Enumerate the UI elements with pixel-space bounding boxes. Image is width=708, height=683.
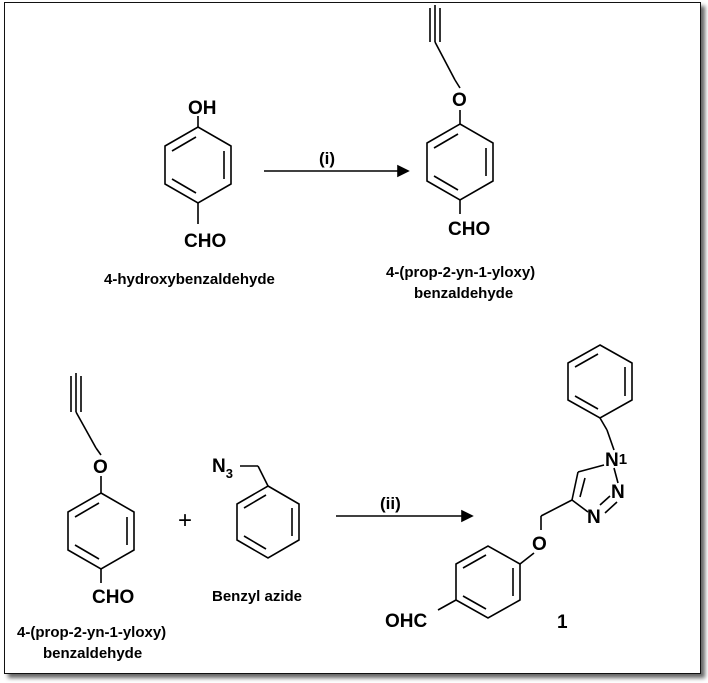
propargyloxy-benzaldehyde-structure-2: O CHO bbox=[67, 373, 135, 608]
aldehyde-label: CHO bbox=[184, 231, 226, 252]
triazole-n1: N bbox=[605, 450, 619, 471]
ether-oxygen-label: O bbox=[532, 534, 547, 555]
plus-sign: + bbox=[178, 507, 192, 534]
reactant1-name-line1: 4-(prop-2-yn-1-yloxy) bbox=[17, 624, 166, 641]
aldehyde-label: OHC bbox=[385, 611, 428, 632]
benzyl-azide-structure: N3 bbox=[212, 456, 300, 559]
ether-oxygen-label: O bbox=[452, 90, 467, 111]
aldehyde-label: CHO bbox=[92, 587, 134, 608]
reaction-arrow-ii bbox=[336, 509, 474, 523]
propargyloxy-benzaldehyde-structure: O CHO bbox=[426, 5, 494, 240]
triazole-n2-label: N bbox=[611, 482, 625, 503]
hydroxybenzaldehyde-structure: OH CHO bbox=[164, 98, 232, 252]
azide-nitrogen: N bbox=[212, 456, 226, 477]
condition-i-label: (i) bbox=[319, 149, 335, 168]
ether-oxygen-label: O bbox=[93, 457, 108, 478]
reactant1-name-line2: benzaldehyde bbox=[43, 645, 142, 662]
product-name-line1: 4-(prop-2-yn-1-yloxy) bbox=[386, 264, 535, 281]
azide-subscript: 3 bbox=[226, 466, 233, 481]
triazole-n3-label: N bbox=[587, 507, 601, 528]
n1-locant: 1 bbox=[619, 451, 627, 468]
condition-ii-label: (ii) bbox=[380, 494, 401, 513]
triazole-n1-label: N1 bbox=[605, 450, 627, 471]
benzyl-azide-name: Benzyl azide bbox=[212, 588, 302, 605]
reactant-name-hydroxybenzaldehyde: 4-hydroxybenzaldehyde bbox=[104, 271, 275, 288]
scheme-frame bbox=[4, 2, 701, 674]
compound-number: 1 bbox=[557, 612, 568, 633]
azide-label: N3 bbox=[212, 456, 233, 481]
reaction-arrow-i bbox=[264, 164, 410, 178]
triazole-product-structure: N1 N N O OHC bbox=[385, 344, 633, 632]
product-name-line2: benzaldehyde bbox=[414, 285, 513, 302]
aldehyde-label: CHO bbox=[448, 219, 490, 240]
hydroxyl-label: OH bbox=[188, 98, 217, 119]
